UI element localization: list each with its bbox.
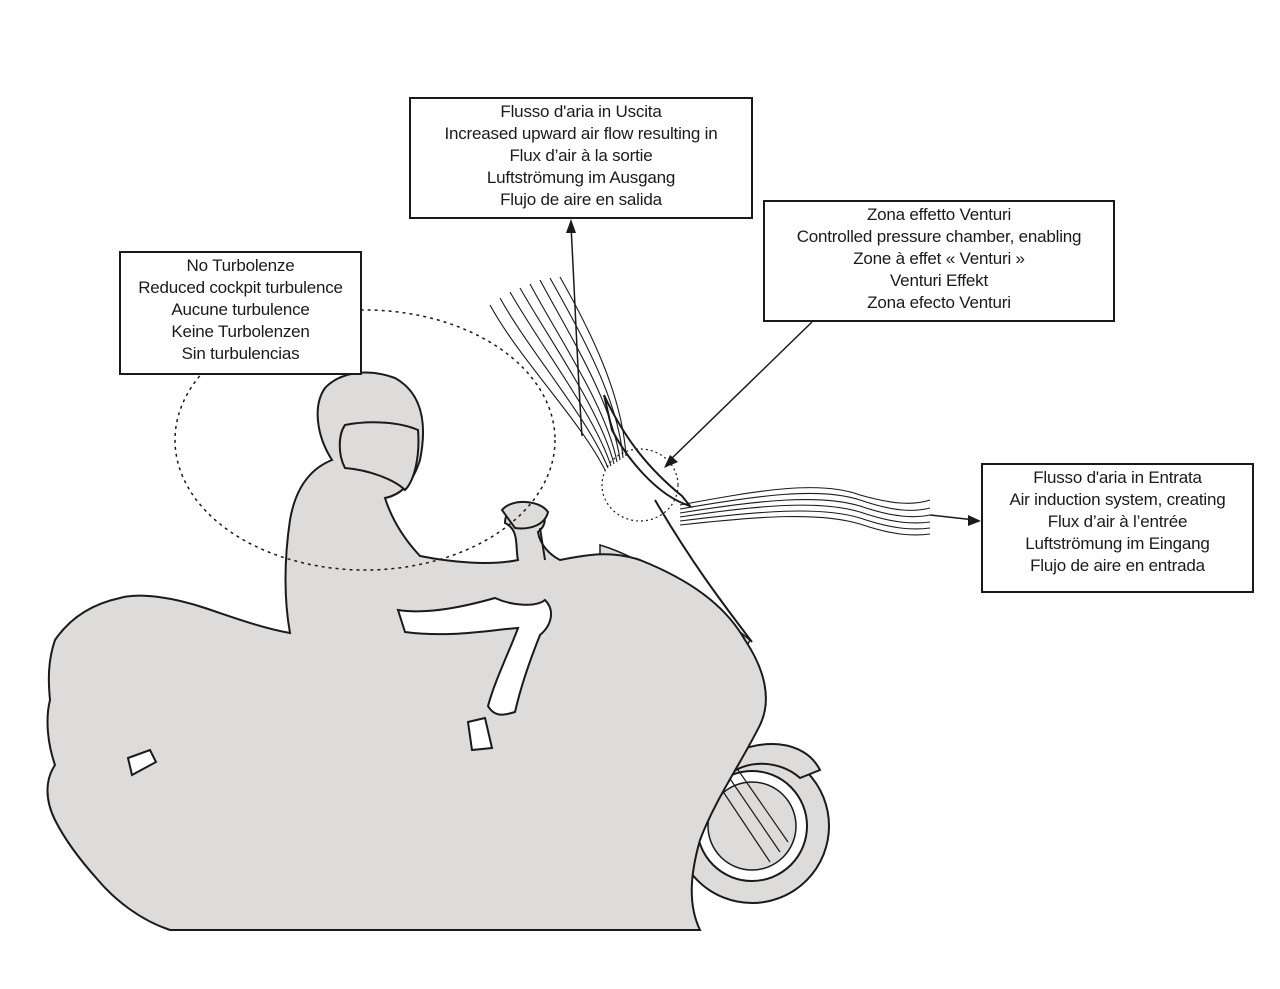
callout-turbulence: No Turbolenze Reduced cockpit turbulence… [119, 251, 362, 375]
callout-venturi: Zona effetto Venturi Controlled pressure… [763, 200, 1115, 322]
motorcycle-and-rider-silhouette [46, 371, 767, 931]
rider-arm [396, 596, 552, 716]
callout-line: No Turbolenze [186, 256, 295, 275]
callout-line: Venturi Effekt [889, 271, 988, 290]
side-vent-cutout [466, 716, 494, 752]
callout-line: Flux d’air à la sortie [509, 146, 653, 165]
callout-line: Zone à effet « Venturi » [853, 249, 1025, 268]
windshield-edge [654, 499, 753, 643]
callout-line: Flux d’air à l’entrée [1047, 512, 1188, 531]
inflow-leader [929, 514, 981, 526]
callout-line: Flujo de aire en salida [500, 190, 662, 209]
callout-inflow: Flusso d'aria in Entrata Air induction s… [981, 463, 1254, 593]
callout-line: Keine Turbolenzen [171, 322, 310, 341]
helmet-visor [338, 421, 420, 492]
inflow-airflow-lines [679, 487, 931, 536]
callout-line: Luftströmung im Eingang [1025, 534, 1210, 553]
venturi-zone-circle [601, 448, 679, 522]
callout-line: Zona effetto Venturi [866, 205, 1012, 224]
deflector [603, 394, 693, 508]
callout-line: Zona efecto Venturi [867, 293, 1011, 312]
venturi-leader [664, 321, 813, 468]
callout-line: Flusso d'aria in Entrata [1033, 468, 1202, 487]
callout-line: Increased upward air flow resulting in [444, 124, 718, 143]
callout-line: Controlled pressure chamber, enabling [796, 227, 1082, 246]
outflow-leader [566, 219, 583, 437]
callout-line: Luftströmung im Ausgang [486, 168, 676, 187]
callout-line: Sin turbulencias [181, 344, 300, 363]
callout-outflow: Flusso d'aria in Uscita Increased upward… [409, 97, 753, 219]
callout-line: Air induction system, creating [1009, 490, 1226, 509]
callout-line: Flusso d'aria in Uscita [500, 102, 662, 121]
mirror [500, 501, 550, 530]
turbulence-zone-circle [174, 309, 556, 571]
callout-line: Flujo de aire en entrada [1030, 556, 1205, 575]
upward-airflow-lines [489, 276, 627, 471]
rear-light-cutout [126, 748, 158, 777]
callout-line: Reduced cockpit turbulence [138, 278, 343, 297]
callout-line: Aucune turbulence [171, 300, 310, 319]
